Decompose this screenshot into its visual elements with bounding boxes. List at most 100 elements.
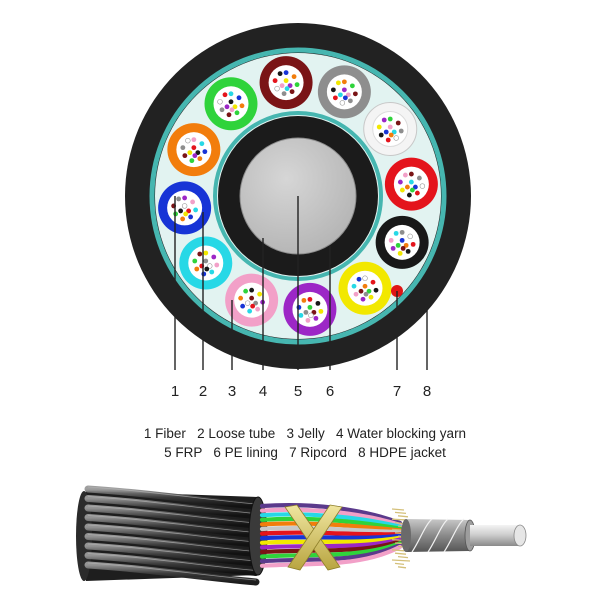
fiber bbox=[358, 288, 364, 294]
fiber bbox=[337, 92, 343, 98]
fiber bbox=[217, 99, 223, 105]
fiber bbox=[219, 107, 225, 113]
fiber bbox=[388, 237, 394, 243]
callout-numbers: 1 2 3 4 5 6 7 8 bbox=[171, 383, 431, 400]
loose-tube-black bbox=[375, 215, 429, 269]
fiber bbox=[207, 263, 213, 269]
fiber bbox=[393, 230, 399, 236]
fiber bbox=[193, 207, 199, 213]
fiber bbox=[341, 87, 347, 93]
fiber bbox=[397, 179, 403, 185]
callout-4: 4 bbox=[259, 383, 267, 400]
loose-tube-orange bbox=[167, 123, 221, 177]
fiber bbox=[294, 82, 300, 88]
fiber bbox=[368, 294, 374, 300]
loose-tube-white bbox=[363, 101, 418, 156]
fiber bbox=[240, 303, 246, 309]
fiber bbox=[409, 187, 415, 193]
fiber bbox=[400, 245, 406, 251]
callout-6: 6 bbox=[326, 383, 334, 400]
fiber bbox=[301, 297, 307, 303]
fiber bbox=[363, 291, 369, 297]
fiber bbox=[203, 250, 209, 256]
fiber bbox=[239, 103, 245, 109]
fiber bbox=[284, 86, 290, 92]
fiber bbox=[289, 89, 295, 95]
fiber bbox=[232, 104, 238, 110]
fiber bbox=[186, 208, 192, 214]
fiber bbox=[180, 145, 186, 151]
pe-lining-side bbox=[406, 519, 470, 552]
fiber bbox=[351, 283, 357, 289]
fiber bbox=[353, 291, 359, 297]
fiber bbox=[178, 208, 184, 214]
fiber bbox=[388, 132, 394, 138]
frp-rod-end bbox=[513, 524, 527, 547]
fiber bbox=[403, 242, 409, 248]
loose-tube-gray bbox=[317, 65, 371, 119]
fiber bbox=[307, 296, 313, 302]
fiber bbox=[330, 87, 336, 93]
fiber bbox=[390, 245, 396, 251]
fiber bbox=[191, 145, 197, 151]
fiber bbox=[226, 112, 232, 118]
fiber bbox=[347, 98, 353, 104]
fiber bbox=[274, 85, 280, 92]
fiber bbox=[214, 262, 220, 268]
fiber bbox=[181, 203, 188, 209]
fiber bbox=[404, 184, 410, 190]
fiber bbox=[250, 303, 256, 309]
fiber bbox=[398, 128, 404, 134]
fiber bbox=[408, 179, 414, 185]
loose-tube-aqua bbox=[179, 236, 233, 290]
fiber bbox=[387, 124, 393, 130]
fiber bbox=[410, 241, 416, 247]
fiber bbox=[199, 141, 205, 147]
fiber bbox=[341, 79, 347, 85]
loose-tube-rose bbox=[225, 273, 279, 327]
fiber bbox=[342, 95, 348, 101]
yarn-wrap-side bbox=[411, 518, 465, 553]
callout-7: 7 bbox=[393, 383, 401, 400]
fiber bbox=[296, 304, 302, 310]
fiber bbox=[195, 150, 201, 156]
fiber bbox=[209, 269, 215, 275]
leader-lines bbox=[174, 196, 428, 370]
fiber bbox=[399, 237, 405, 243]
fiber bbox=[283, 70, 289, 76]
fiber bbox=[378, 132, 384, 138]
callout-5: 5 bbox=[294, 383, 302, 400]
fiber bbox=[318, 308, 324, 314]
frp-rod-side bbox=[470, 525, 520, 546]
fiber bbox=[244, 300, 251, 306]
fiber bbox=[247, 308, 253, 314]
fiber bbox=[203, 258, 209, 264]
fiber bbox=[257, 291, 263, 297]
fiber bbox=[236, 95, 242, 101]
fiber bbox=[402, 172, 408, 178]
fiber bbox=[305, 317, 311, 323]
fiber bbox=[185, 137, 191, 144]
fiber bbox=[335, 80, 341, 86]
fiber bbox=[176, 196, 182, 202]
callout-2: 2 bbox=[199, 383, 207, 400]
fiber bbox=[182, 195, 188, 201]
fiber bbox=[308, 312, 314, 319]
callout-8: 8 bbox=[423, 383, 431, 400]
fiber bbox=[298, 312, 304, 318]
fiber bbox=[385, 137, 391, 143]
fiber bbox=[407, 233, 413, 240]
fiber bbox=[405, 248, 411, 254]
fiber bbox=[228, 99, 234, 105]
fiber bbox=[399, 229, 405, 235]
fiber bbox=[376, 124, 382, 130]
fiber bbox=[272, 78, 278, 84]
fiber bbox=[370, 279, 376, 285]
jacket-strands bbox=[84, 485, 260, 586]
fiber bbox=[419, 183, 426, 189]
fiber bbox=[287, 83, 293, 89]
fiber bbox=[222, 92, 228, 98]
fiber bbox=[180, 216, 186, 222]
fiber bbox=[224, 104, 230, 110]
